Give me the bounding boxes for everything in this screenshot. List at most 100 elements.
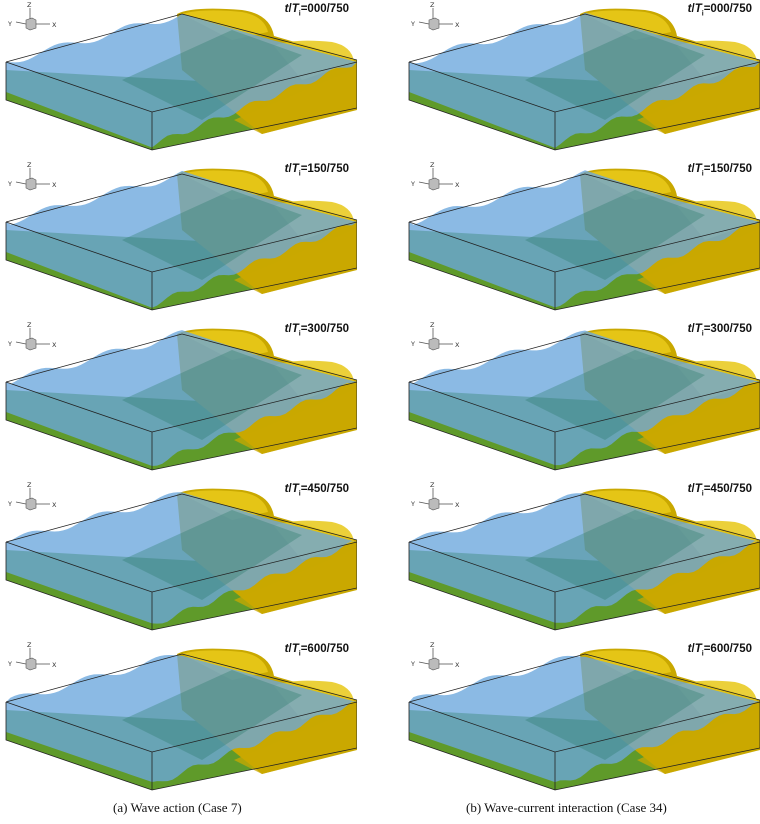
axis-label-y: Y xyxy=(410,660,415,668)
time-label: t/Ti=000/750 xyxy=(687,3,752,18)
water-surface xyxy=(6,170,357,308)
axis-label-x: X xyxy=(52,181,57,189)
axis-label-x: X xyxy=(455,181,460,189)
axis-label-y: Y xyxy=(7,340,12,348)
structure-front xyxy=(637,228,760,294)
axis-label-y: Y xyxy=(7,660,12,668)
wave-visualization: Z Y X xyxy=(408,641,760,791)
axis-label-y: Y xyxy=(410,20,415,28)
domain-frame xyxy=(5,333,357,471)
time-label: t/Ti=150/750 xyxy=(687,163,752,178)
water-surface xyxy=(409,12,760,148)
water-shadow xyxy=(525,190,705,280)
axis-label-z: Z xyxy=(27,321,32,329)
domain-frame xyxy=(5,13,357,151)
water-surface xyxy=(409,170,760,308)
water-shadow xyxy=(525,510,705,600)
domain-frame xyxy=(408,653,760,791)
axis-label-y: Y xyxy=(410,340,415,348)
wave-visualization: Z Y X xyxy=(408,1,760,151)
structure-front xyxy=(234,708,357,774)
water-surface xyxy=(409,330,760,466)
axis-label-z: Z xyxy=(27,481,32,489)
axis-label-z: Z xyxy=(430,641,435,649)
axis-triad: Z Y X xyxy=(410,161,460,191)
domain-frame xyxy=(5,173,357,311)
domain-frame xyxy=(408,333,760,471)
structure-front xyxy=(234,388,357,454)
structure-front xyxy=(637,388,760,454)
axis-label-z: Z xyxy=(27,1,32,9)
axis-triad: Z Y X xyxy=(7,1,57,31)
axis-label-z: Z xyxy=(27,641,32,649)
time-label: t/Ti=300/750 xyxy=(284,323,349,338)
axis-label-x: X xyxy=(52,21,57,29)
water-shadow xyxy=(122,670,302,760)
water-shadow xyxy=(122,30,302,120)
axis-label-y: Y xyxy=(410,180,415,188)
axis-label-z: Z xyxy=(430,321,435,329)
axis-label-x: X xyxy=(52,501,57,509)
wave-visualization: Z Y X xyxy=(5,481,357,631)
structure-front xyxy=(637,548,760,614)
axis-triad: Z Y X xyxy=(410,1,460,31)
structure-front xyxy=(637,68,760,134)
wave-visualization: Z Y X xyxy=(408,161,760,311)
time-label: t/Ti=600/750 xyxy=(284,643,349,658)
water-surface xyxy=(6,655,357,782)
axis-label-z: Z xyxy=(430,1,435,9)
water-surface xyxy=(6,492,357,624)
axis-label-y: Y xyxy=(7,500,12,508)
axis-label-z: Z xyxy=(430,161,435,169)
time-label: t/Ti=450/750 xyxy=(687,483,752,498)
axis-triad: Z Y X xyxy=(410,641,460,671)
wave-visualization: Z Y X xyxy=(5,1,357,151)
domain-frame xyxy=(5,493,357,631)
time-label: t/Ti=300/750 xyxy=(687,323,752,338)
caption-b: (b) Wave-current interaction (Case 34) xyxy=(466,800,667,815)
axis-label-z: Z xyxy=(430,481,435,489)
time-label: t/Ti=450/750 xyxy=(284,483,349,498)
water-shadow xyxy=(525,350,705,440)
domain-frame xyxy=(408,493,760,631)
water-surface xyxy=(409,655,760,783)
domain-frame xyxy=(5,653,357,791)
structure-front xyxy=(234,68,357,134)
water-shadow xyxy=(122,190,302,280)
time-label: t/Ti=600/750 xyxy=(687,643,752,658)
water-shadow xyxy=(122,350,302,440)
axis-label-y: Y xyxy=(7,180,12,188)
domain-frame xyxy=(408,13,760,151)
axis-label-x: X xyxy=(455,21,460,29)
water-surface xyxy=(6,14,357,148)
axis-label-y: Y xyxy=(7,20,12,28)
water-shadow xyxy=(525,30,705,120)
structure-front xyxy=(234,548,357,614)
axis-label-x: X xyxy=(455,661,460,669)
water-surface xyxy=(6,330,357,466)
axis-label-y: Y xyxy=(410,500,415,508)
structure-front xyxy=(637,708,760,774)
structure-front xyxy=(234,228,357,294)
axis-triad: Z Y X xyxy=(7,481,57,511)
water-shadow xyxy=(122,510,302,600)
